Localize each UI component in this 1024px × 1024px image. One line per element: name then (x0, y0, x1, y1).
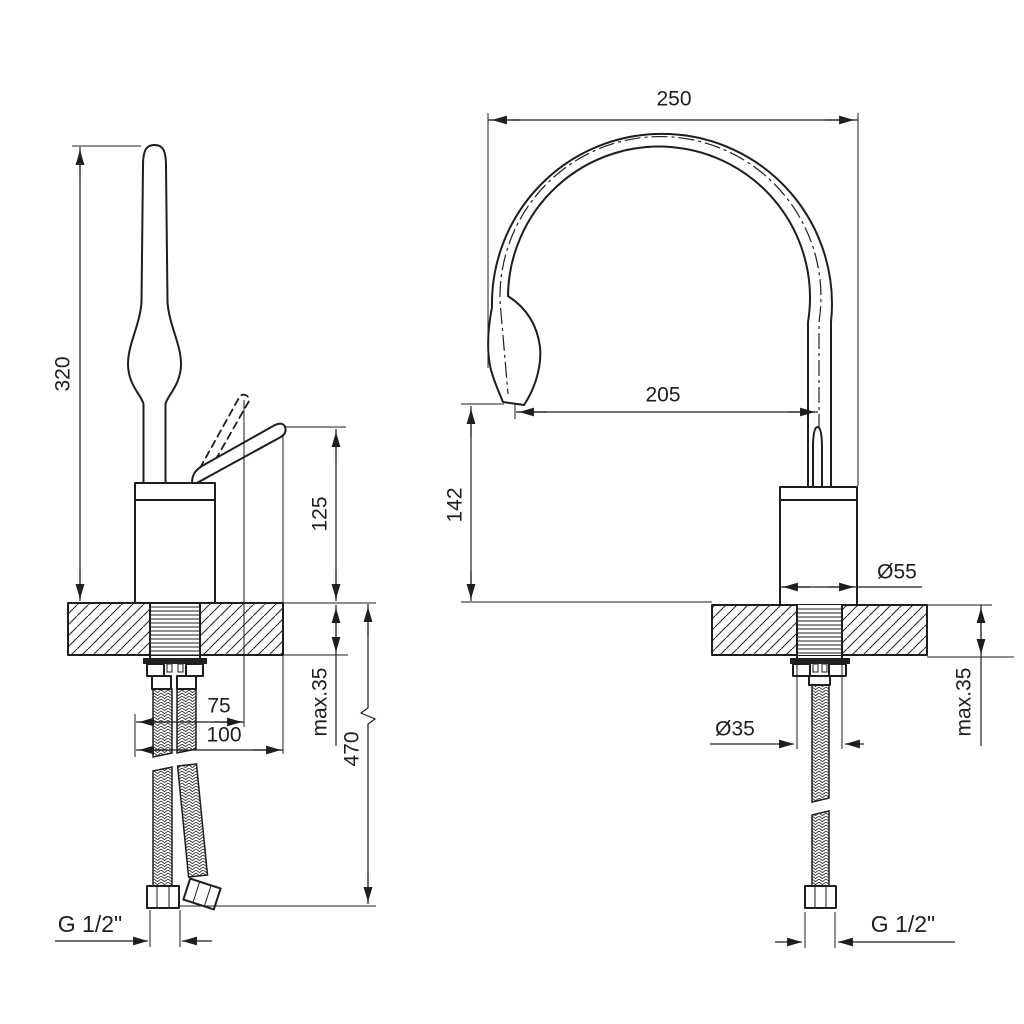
hose-fitting-right (176, 675, 197, 690)
mounting-nut-left (146, 663, 165, 677)
dim-320-label: 320 (52, 356, 75, 391)
side-view: 320 125 max.35 470 (52, 144, 377, 947)
countertop-side (67, 602, 284, 656)
mounting-nut-right (185, 663, 204, 677)
spout-centerline (499, 136, 822, 484)
dim-75-label: 75 (207, 695, 230, 718)
deck-hatch-left (69, 604, 149, 654)
supply-hoses-side (146, 688, 222, 911)
faucet-body-side (134, 482, 216, 604)
supply-hose-front (804, 684, 837, 909)
side-dimensions: 320 125 max.35 470 (52, 145, 377, 947)
dim-d35-label: Ø35 (715, 718, 755, 741)
deck-hatch-right (201, 604, 282, 654)
dim-max35-front-label: max.35 (953, 668, 976, 737)
dim-250-label: 250 (656, 88, 691, 111)
dim-470-label: 470 (341, 731, 364, 766)
mounting-washer-front (790, 658, 850, 664)
handle-lever-solid (191, 422, 287, 484)
dim-d55-label: Ø55 (877, 561, 917, 584)
dim-125-label: 125 (309, 496, 332, 531)
handle-blade-front (812, 426, 823, 488)
hose-connector-front (808, 675, 831, 686)
dim-thread-side-label: G 1/2" (58, 911, 122, 937)
hose-end-nut-front (804, 885, 837, 909)
spout-side (127, 144, 182, 484)
dim-205-label: 205 (645, 384, 680, 407)
spout-front (487, 132, 833, 488)
deck-hatch-left-front (713, 606, 797, 654)
hose-fitting-left (151, 675, 172, 690)
threaded-shank-side (143, 602, 207, 690)
hose-end-nut-left (146, 885, 180, 909)
hose-end-nut-right (182, 877, 222, 911)
dim-100-label: 100 (206, 724, 241, 747)
mounting-washer-side (143, 658, 207, 664)
dim-142-label: 142 (444, 487, 467, 522)
handle-lever-dashed (199, 393, 250, 474)
threaded-shank-front (790, 604, 850, 686)
dim-max35-side-label: max.35 (309, 668, 332, 737)
deck-hatch-right-front (842, 606, 926, 654)
front-dimensions: 250 205 142 Ø55 Ø35 (444, 88, 1014, 948)
dim-thread-front-label: G 1/2" (871, 911, 935, 937)
front-view: 250 205 142 Ø55 Ø35 (444, 88, 1014, 948)
